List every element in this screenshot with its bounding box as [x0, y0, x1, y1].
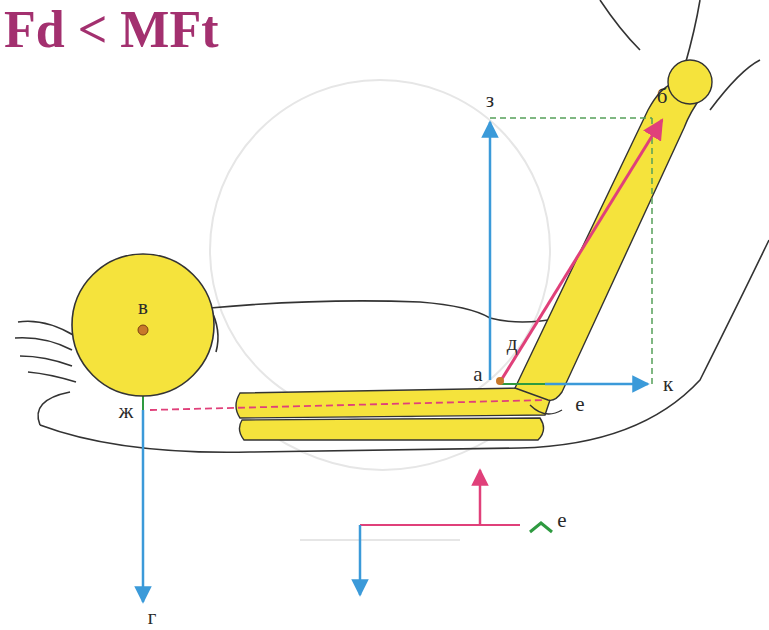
bones — [236, 60, 712, 440]
point-letter: д — [507, 333, 518, 354]
point-letter: з — [486, 90, 494, 111]
lever-symbol — [360, 470, 552, 595]
title: Fd < MFt — [4, 4, 218, 56]
point-letter: е — [557, 510, 566, 531]
point-letter: а — [473, 364, 482, 385]
point-letter: в — [138, 297, 148, 318]
point-letter: к — [663, 374, 673, 395]
background-sketch — [210, 80, 550, 540]
point-letter: е — [575, 394, 584, 415]
point-letter: г — [148, 607, 157, 628]
ball-weight: в — [70, 252, 216, 398]
point-letter: б — [657, 86, 668, 107]
point-letter: ж — [119, 401, 134, 422]
force-arrows — [143, 118, 662, 602]
arm-outline — [15, 0, 769, 452]
ball-shape — [70, 252, 216, 398]
